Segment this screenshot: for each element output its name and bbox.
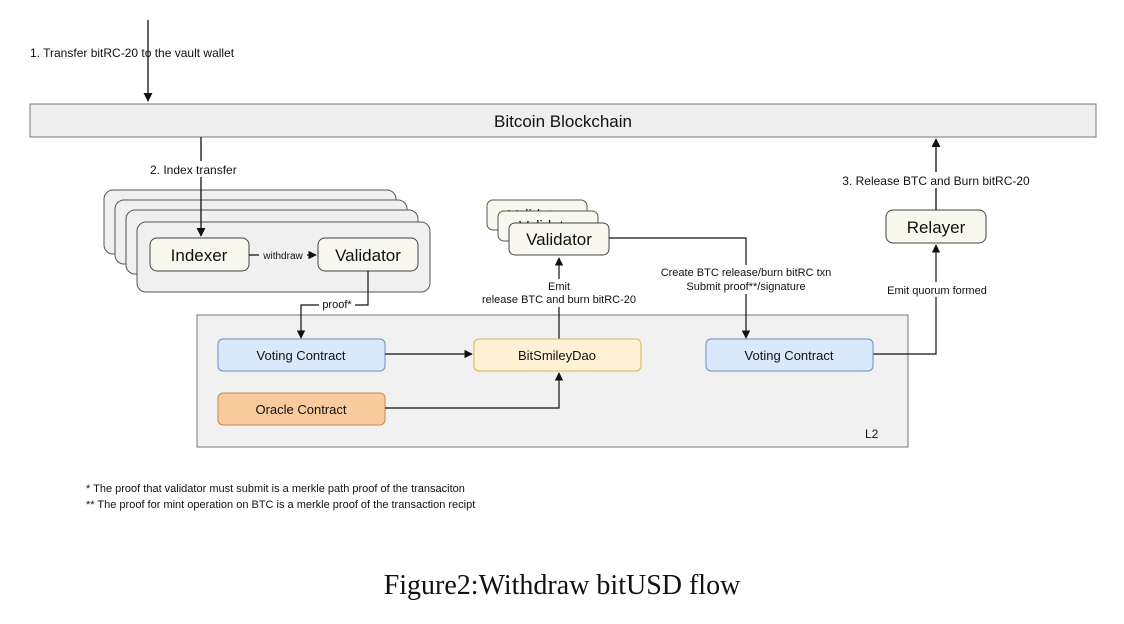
emit-label-bg [470, 279, 648, 307]
step-transfer-label: 1. Transfer bitRC-20 to the vault wallet [30, 46, 235, 60]
oracle-contract-label: Oracle Contract [255, 402, 346, 417]
emit-label-line1: Emit [548, 281, 570, 293]
indexer-label: Indexer [171, 246, 228, 265]
mid-validator-node [508, 222, 610, 256]
quorum-arrow [873, 244, 941, 355]
relayer-label: Relayer [907, 218, 966, 237]
left-validator-label: Validator [335, 246, 401, 265]
oracle-to-dao-arrow [385, 372, 564, 409]
voting-contract-right-label: Voting Contract [745, 348, 834, 363]
emit-label-line2: release BTC and burn bitRC-20 [482, 294, 636, 306]
l2-label: L2 [865, 427, 879, 441]
release-label-bg [820, 172, 1052, 188]
index-transfer-label-bg [148, 161, 258, 177]
bitcoin-blockchain-label: Bitcoin Blockchain [494, 112, 632, 131]
bitcoin-blockchain-bar [29, 103, 1097, 138]
txn-note-bg [646, 265, 846, 294]
bitsmiley-dao-label: BitSmileyDao [518, 348, 596, 363]
figure-caption: Figure2:Withdraw bitUSD flow [384, 570, 741, 601]
proof-label-bg [319, 298, 355, 311]
step-release-label: 3. Release BTC and Burn bitRC-20 [842, 174, 1030, 188]
txn-note-line1: Create BTC release/burn bitRC txn [661, 267, 832, 279]
txn-note-line2: Submit proof**/signature [686, 281, 805, 293]
footnote-2: ** The proof for mint operation on BTC i… [86, 499, 475, 511]
voting-contract-left-label: Voting Contract [257, 348, 346, 363]
mid-validator-label: Validator [526, 230, 592, 249]
quorum-label: Emit quorum formed [887, 285, 987, 297]
quorum-label-bg [876, 282, 998, 297]
step-index-label: 2. Index transfer [150, 163, 237, 177]
footnote-1: * The proof that validator must submit i… [86, 483, 465, 495]
oracle-contract [217, 392, 386, 426]
l2-container [196, 314, 909, 448]
withdraw-edge-label: withdraw [262, 251, 303, 262]
withdraw-label-bg [259, 249, 307, 262]
bitsmiley-dao [473, 338, 642, 372]
voting-contract-left [217, 338, 386, 372]
proof-edge-label: proof* [322, 299, 352, 311]
voting-contract-right [705, 338, 874, 372]
create-txn-arrow [609, 237, 751, 339]
